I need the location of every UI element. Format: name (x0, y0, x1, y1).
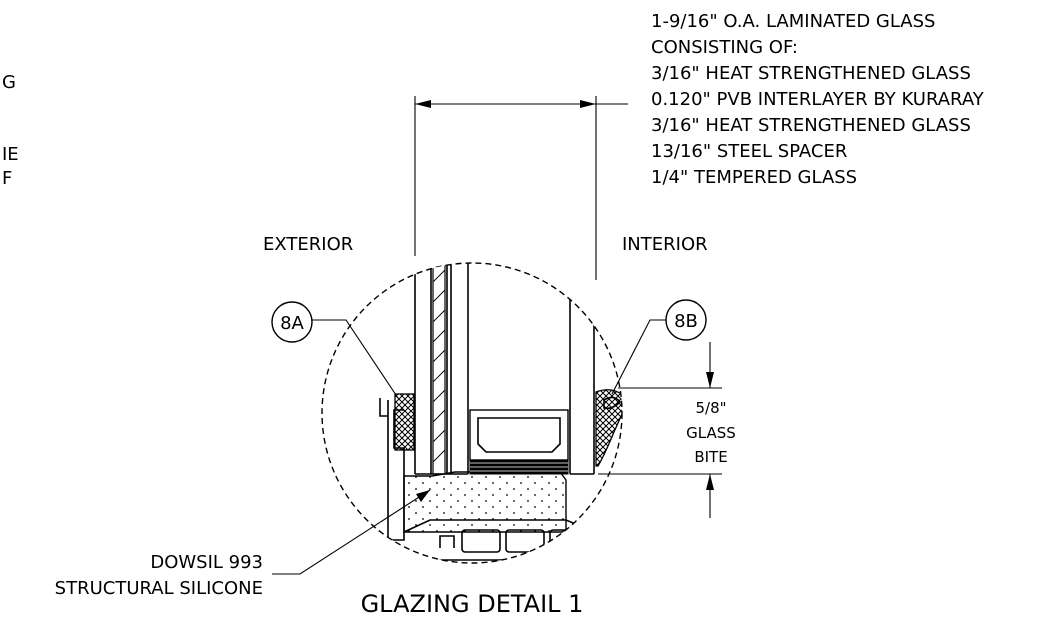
callout-8b: 8B (611, 299, 707, 395)
bite-label-line: GLASS (686, 424, 736, 442)
silicone-label-line: DOWSIL 993 (150, 552, 263, 573)
silicone-callout: DOWSIL 993 STRUCTURAL SILICONE (55, 489, 431, 599)
partial-note-line: F (2, 168, 12, 189)
glass-spec-line: CONSISTING OF: (651, 37, 798, 58)
callout-8b-label: 8B (674, 311, 698, 332)
detail-section (379, 263, 622, 561)
pvb-interlayer-hatch (432, 269, 446, 463)
callout-8a: 8A (271, 301, 399, 399)
exterior-gasket-8a (394, 393, 415, 451)
glass-bite-dimension: 5/8" GLASS BITE (598, 342, 736, 518)
glass-spec-line: 3/16" HEAT STRENGTHENED GLASS (651, 115, 971, 136)
glass-spec-line: 1/4" TEMPERED GLASS (651, 167, 857, 188)
steel-spacer (469, 409, 569, 475)
glass-spec-title: 1-9/16" O.A. LAMINATED GLASS (651, 11, 935, 32)
structural-silicone-fill (403, 471, 567, 533)
partial-note-line: G (2, 72, 16, 93)
tempered-glass (569, 263, 595, 475)
frame-chambers (439, 529, 581, 553)
bite-label-line: 5/8" (695, 399, 726, 417)
glass-spec-line: 0.120" PVB INTERLAYER BY KURARAY (651, 89, 985, 110)
partial-note-line: IE (2, 144, 19, 165)
silicone-label-line: STRUCTURAL SILICONE (55, 578, 263, 599)
laminated-glass (414, 263, 469, 475)
glass-spec-line: 13/16" STEEL SPACER (651, 141, 847, 162)
bite-label-line: BITE (694, 448, 727, 466)
callout-8a-label: 8A (280, 313, 304, 334)
glass-spec-notes: 1-9/16" O.A. LAMINATED GLASS CONSISTING … (651, 11, 985, 188)
interior-label: INTERIOR (622, 234, 708, 255)
partial-left-notes: G IE F (2, 72, 19, 189)
glass-spec-line: 3/16" HEAT STRENGTHENED GLASS (651, 63, 971, 84)
overall-width-dimension (414, 96, 628, 280)
drawing-title: GLAZING DETAIL 1 (361, 590, 584, 618)
exterior-label: EXTERIOR (263, 234, 353, 255)
interior-gasket-8b (595, 389, 622, 467)
